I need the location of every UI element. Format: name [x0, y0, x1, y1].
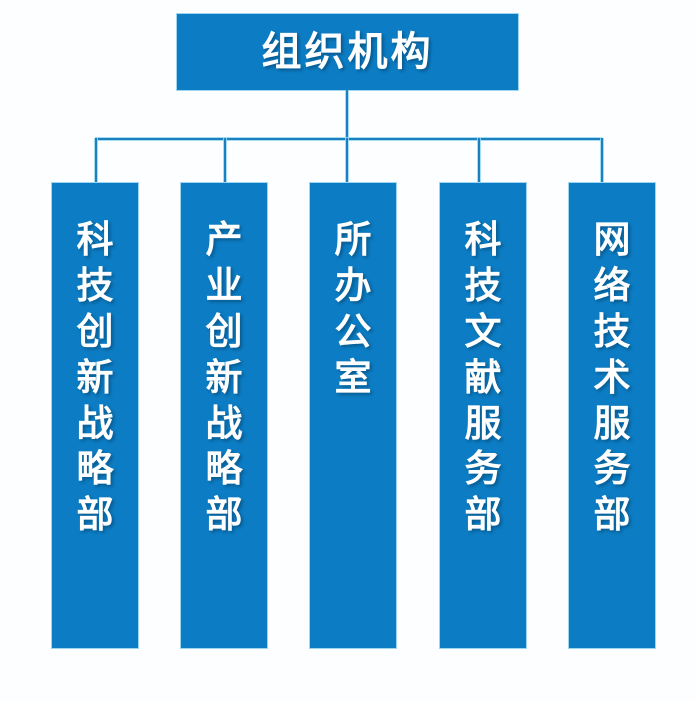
connector-stem: [346, 90, 348, 140]
dept-node-5[interactable]: 网络技术服务部: [569, 183, 655, 648]
dept-node-3[interactable]: 所办公室: [310, 183, 396, 648]
root-node-label: 组织机构: [261, 29, 434, 75]
dept-node-5-label: 网络技术服务部: [593, 218, 631, 537]
connector-drop-4: [478, 138, 480, 183]
root-node[interactable]: 组织机构: [177, 14, 518, 90]
dept-node-2-label: 产业创新战略部: [205, 218, 243, 537]
dept-node-1-label: 科技创新战略部: [76, 218, 114, 537]
connector-drop-3: [346, 138, 348, 183]
dept-node-3-label: 所办公室: [334, 218, 372, 399]
dept-node-4[interactable]: 科技文献服务部: [440, 183, 526, 648]
connector-drop-1: [95, 138, 97, 183]
dept-node-2[interactable]: 产业创新战略部: [181, 183, 267, 648]
dept-node-4-label: 科技文献服务部: [464, 218, 502, 537]
connector-bus: [95, 138, 602, 140]
connector-drop-2: [224, 138, 226, 183]
connector-drop-5: [601, 138, 603, 183]
dept-node-1[interactable]: 科技创新战略部: [52, 183, 138, 648]
